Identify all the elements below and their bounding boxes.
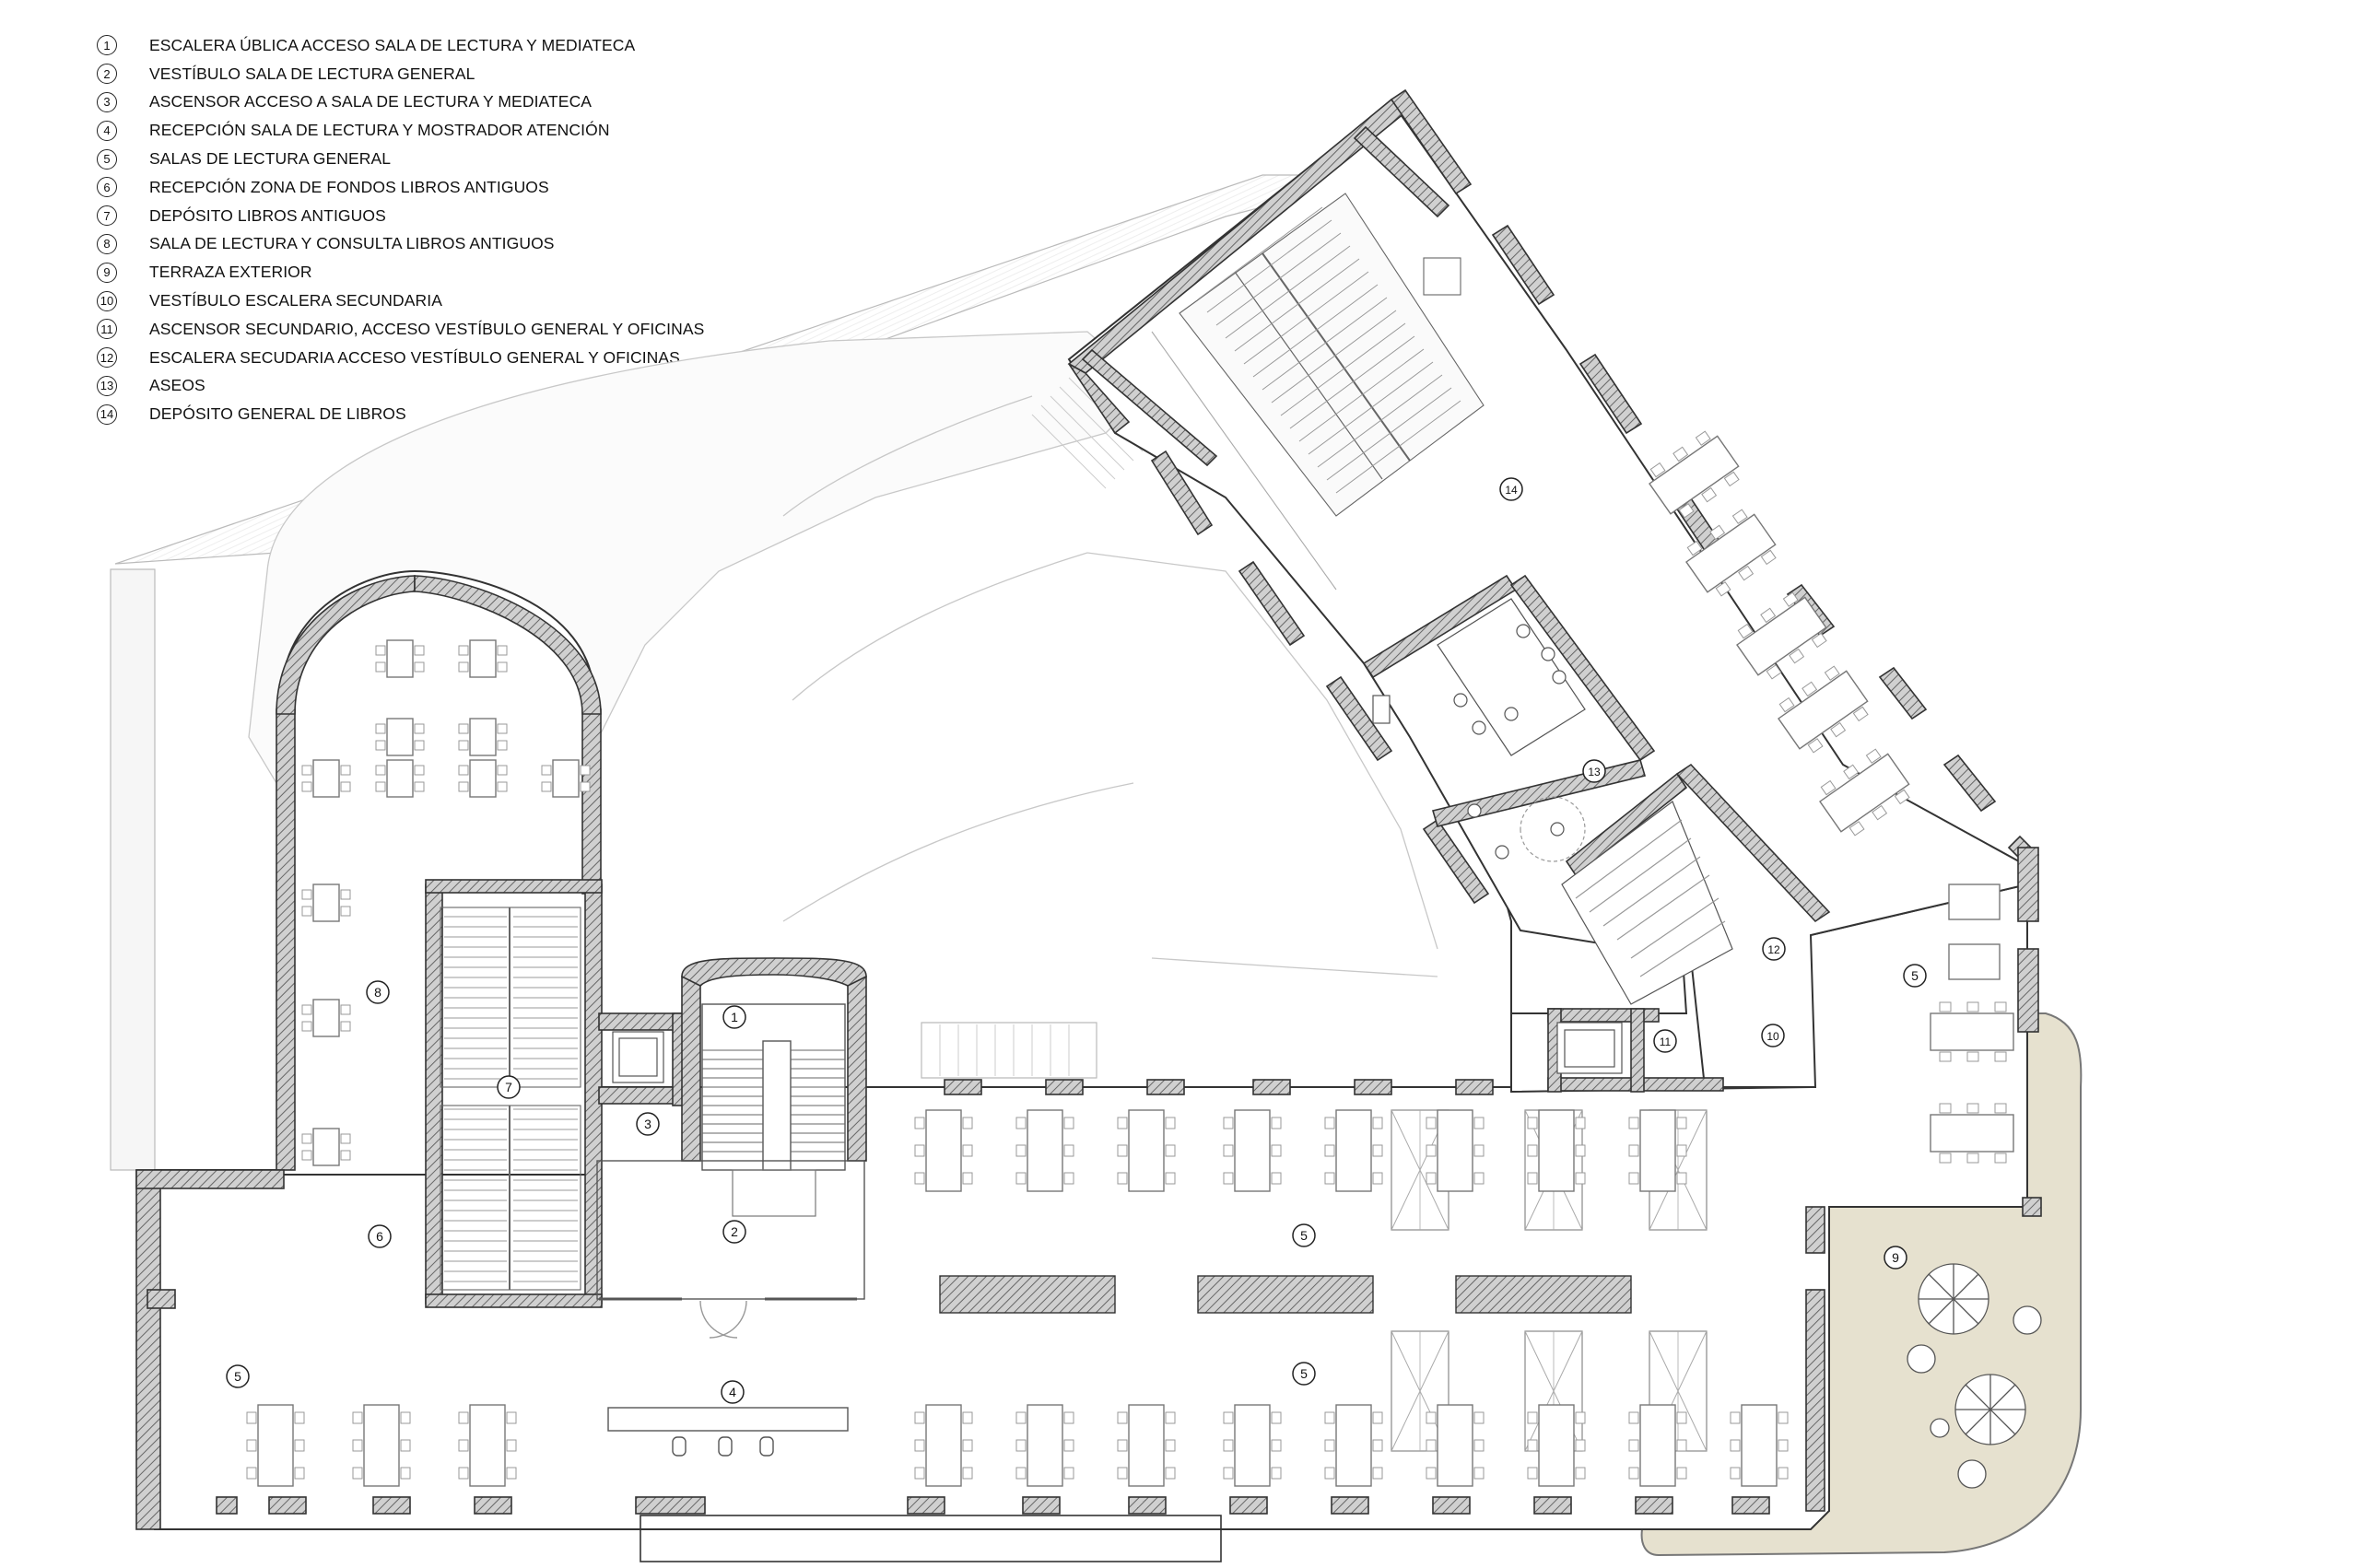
vestibule-2 [596, 1160, 865, 1339]
legend-item: 7 DEPÓSITO LIBROS ANTIGUOS [97, 202, 704, 230]
stair-12 [1556, 801, 1733, 1074]
legend-text: DEPÓSITO LIBROS ANTIGUOS [149, 205, 386, 225]
legend-item: 12 ESCALERA SECUDARIA ACCESO VESTÍBULO GE… [97, 344, 704, 372]
room-marker: 12 [1762, 937, 1786, 961]
legend-number: 7 [97, 205, 117, 227]
room-marker: 9 [1884, 1246, 1907, 1270]
legend-item: 2 VESTÍBULO SALA DE LECTURA GENERAL [97, 60, 704, 88]
legend-text: ESCALERA SECUDARIA ACCESO VESTÍBULO GENE… [149, 347, 680, 367]
legend-number: 4 [97, 120, 117, 141]
legend-item: 14 DEPÓSITO GENERAL DE LIBROS [97, 400, 704, 428]
benches [939, 1275, 1632, 1314]
legend-item: 10 VESTÍBULO ESCALERA SECUNDARIA [97, 287, 704, 315]
room-marker: 5 [1292, 1223, 1316, 1247]
walls [135, 88, 2042, 1530]
room-marker-label: 11 [1660, 1036, 1672, 1048]
room-marker-label: 14 [1505, 484, 1518, 497]
toilets-13 [1372, 598, 1586, 862]
legend-number: 6 [97, 177, 117, 198]
legend: 1 ESCALERA ÚBLICA ACCESO SALA DE LECTURA … [97, 31, 704, 428]
room-marker-label: 5 [1300, 1366, 1308, 1381]
room-marker: 10 [1761, 1024, 1785, 1047]
room-marker: 8 [366, 980, 390, 1004]
legend-item: 13 ASEOS [97, 372, 704, 401]
room-marker-label: 5 [234, 1369, 241, 1384]
room-marker: 6 [368, 1224, 392, 1248]
deposit-7-shelf-lines [444, 916, 578, 1282]
deposit-14-shelf-lines [1197, 206, 1461, 494]
legend-number: 5 [97, 148, 117, 170]
room-marker-label: 5 [1300, 1228, 1308, 1243]
legend-text: VESTÍBULO ESCALERA SECUNDARIA [149, 291, 442, 310]
main-floor [154, 818, 2028, 1530]
room-marker: 14 [1499, 477, 1523, 501]
room-marker-label: 5 [1911, 968, 1919, 983]
entrance-canopy [640, 1515, 1222, 1562]
legend-number: 9 [97, 262, 117, 283]
legend-item: 3 ASCENSOR ACCESO A SALA DE LECTURA Y MED… [97, 88, 704, 117]
legend-text: ASEOS [149, 376, 205, 395]
legend-number: 14 [97, 404, 117, 425]
room-marker-label: 12 [1767, 943, 1780, 956]
room-marker: 5 [226, 1364, 250, 1388]
room-marker-label: 4 [729, 1385, 736, 1399]
legend-text: RECEPCIÓN SALA DE LECTURA Y MOSTRADOR AT… [149, 121, 610, 140]
room-marker: 7 [497, 1075, 521, 1099]
room-marker: 3 [636, 1112, 660, 1136]
room-marker: 4 [721, 1380, 745, 1404]
legend-item: 6 RECEPCIÓN ZONA DE FONDOS LIBROS ANTIGUO… [97, 173, 704, 202]
room-marker-label: 10 [1766, 1030, 1779, 1043]
legend-item: 5 SALAS DE LECTURA GENERAL [97, 145, 704, 173]
legend-text: SALA DE LECTURA Y CONSULTA LIBROS ANTIGU… [149, 234, 555, 253]
elevator-3 [612, 1031, 664, 1083]
room-marker: 13 [1582, 759, 1606, 783]
room-marker: 1 [722, 1005, 746, 1029]
room-marker: 5 [1903, 964, 1927, 988]
room-marker-label: 9 [1892, 1250, 1899, 1265]
legend-item: 4 RECEPCIÓN SALA DE LECTURA Y MOSTRADOR A… [97, 116, 704, 145]
legend-text: DEPÓSITO GENERAL DE LIBROS [149, 404, 406, 424]
legend-number: 3 [97, 91, 117, 112]
legend-number: 2 [97, 64, 117, 85]
stair-1 [701, 1003, 846, 1217]
legend-number: 13 [97, 375, 117, 396]
legend-number: 10 [97, 290, 117, 311]
legend-item: 9 TERRAZA EXTERIOR [97, 258, 704, 287]
legend-number: 12 [97, 347, 117, 369]
legend-text: VESTÍBULO SALA DE LECTURA GENERAL [149, 64, 475, 83]
room-marker: 5 [1292, 1362, 1316, 1386]
legend-text: TERRAZA EXTERIOR [149, 263, 312, 282]
terrace-furniture [1907, 1263, 2042, 1489]
reception-desk-4 [607, 1407, 849, 1457]
apse-room [280, 569, 595, 1176]
legend-item: 1 ESCALERA ÚBLICA ACCESO SALA DE LECTURA … [97, 31, 704, 60]
legend-text: ASCENSOR ACCESO A SALA DE LECTURA Y MEDI… [149, 92, 593, 111]
room-marker-label: 2 [731, 1224, 738, 1239]
room-marker-label: 13 [1588, 766, 1601, 778]
room-marker: 11 [1653, 1029, 1677, 1053]
legend-number: 1 [97, 35, 117, 56]
room-marker: 2 [722, 1220, 746, 1244]
legend-item: 8 SALA DE LECTURA Y CONSULTA LIBROS ANTIG… [97, 230, 704, 259]
legend-item: 11 ASCENSOR SECUNDARIO, ACCESO VESTÍBULO … [97, 315, 704, 344]
legend-text: SALAS DE LECTURA GENERAL [149, 149, 392, 169]
room-marker-label: 6 [376, 1229, 383, 1244]
reading-tables [246, 426, 2014, 1487]
room-marker-label: 7 [505, 1080, 512, 1094]
legend-text: RECEPCIÓN ZONA DE FONDOS LIBROS ANTIGUOS [149, 177, 549, 196]
room-marker-label: 8 [374, 985, 381, 1000]
room-marker-label: 3 [644, 1117, 651, 1131]
room-marker-label: 1 [731, 1010, 738, 1024]
legend-number: 8 [97, 233, 117, 254]
legend-text: ASCENSOR SECUNDARIO, ACCESO VESTÍBULO GE… [149, 319, 705, 338]
legend-number: 11 [97, 319, 117, 340]
legend-text: ESCALERA ÚBLICA ACCESO SALA DE LECTURA Y… [149, 35, 636, 54]
